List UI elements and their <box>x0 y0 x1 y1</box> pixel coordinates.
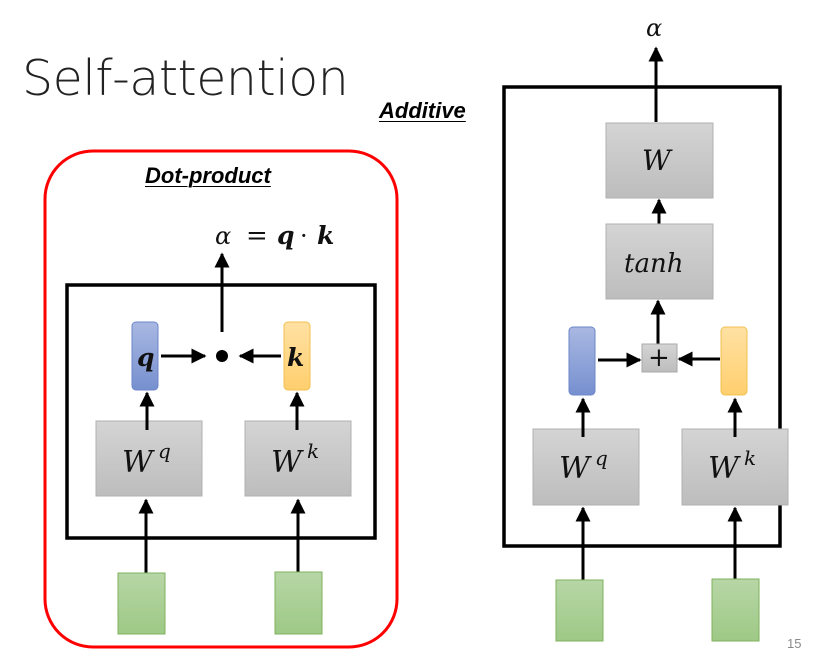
additive-wk-label-sup: k <box>744 446 756 470</box>
additive-input-vector-left <box>555 579 604 642</box>
wk-label-sup: k <box>307 439 319 463</box>
wq-label-base: W <box>122 445 155 480</box>
wq-label-sup: q <box>158 439 171 463</box>
additive-key-vector <box>720 326 748 396</box>
dot-product-formula-alpha: α <box>215 222 231 250</box>
dot-product-formula-q: q <box>277 221 294 250</box>
wk-label-base: W <box>271 445 304 480</box>
additive-wq-weight-box <box>532 428 640 506</box>
input-vector-right <box>274 571 323 635</box>
plus-operator-box <box>641 343 678 373</box>
additive-heading: Additive <box>379 98 466 123</box>
additive-wq-label-base: W <box>559 451 592 486</box>
page-number: 15 <box>787 636 802 651</box>
dot-product-highlight-frame <box>43 149 399 649</box>
dot-product-heading: Dot-product <box>145 163 271 188</box>
additive-query-vector <box>568 326 596 396</box>
additive-wk-label-base: W <box>708 451 741 486</box>
query-vector-label: q <box>137 343 154 372</box>
dot-product-formula-dot: · <box>300 222 308 250</box>
key-vector <box>283 321 311 391</box>
dot-product-module-box <box>65 283 377 540</box>
additive-wk-weight-box <box>681 428 789 506</box>
additive-module-box <box>502 85 782 548</box>
plus-operator-label: + <box>648 343 670 373</box>
dot-product-formula-equals: = <box>246 221 268 251</box>
key-vector-label: k <box>287 343 304 372</box>
additive-input-vector-right <box>711 578 760 642</box>
additive-wq-label-sup: q <box>595 446 608 470</box>
w-weight-label: W <box>642 144 673 177</box>
wq-weight-box <box>95 420 203 497</box>
input-vector-left <box>117 572 166 635</box>
w-weight-box <box>605 122 714 199</box>
additive-output-alpha: α <box>646 14 662 42</box>
tanh-box <box>605 223 714 300</box>
tanh-label: tanh <box>624 249 683 279</box>
slide-title: Self-attention <box>22 50 349 107</box>
query-vector <box>131 321 159 391</box>
dot-product-formula-k: k <box>317 221 334 250</box>
dot-product-operator <box>216 350 228 362</box>
